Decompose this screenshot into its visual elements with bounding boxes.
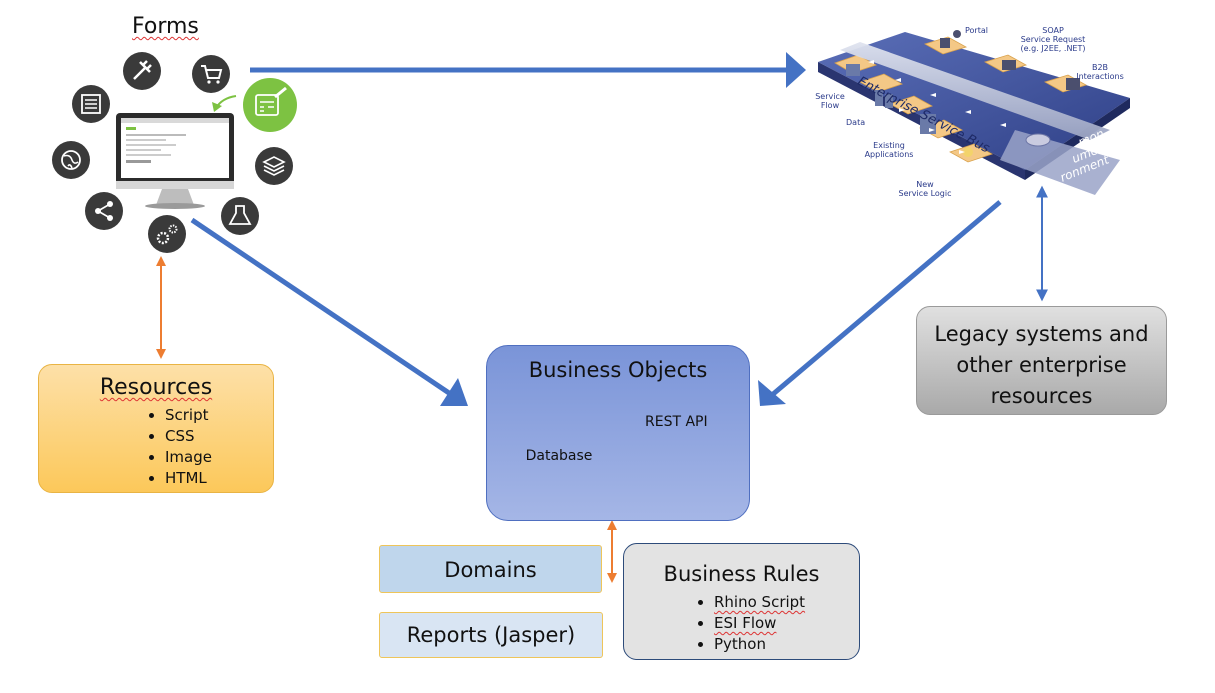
business-rules-list: Rhino Script ESI Flow Python [696,592,805,655]
resources-item: Image [165,447,212,468]
esb-service-flow-line2: Flow [820,101,840,110]
rest-api-label: REST API [645,414,708,430]
monitor-illustration [116,113,234,209]
legacy-line2: other enterprise [956,353,1127,377]
esb-service-flow-label: Service Flow [812,92,848,110]
business-rules-item: ESI Flow [714,613,805,634]
business-objects-box: Business Objects [486,345,750,521]
business-rules-item-text: Python [714,635,766,653]
resources-box: Resources Script CSS Image HTML [38,364,274,493]
reports-box: Reports (Jasper) [379,612,603,658]
business-rules-box: Business Rules Rhino Script ESI Flow Pyt… [623,543,860,660]
arrow-forms-to-business-objects [190,217,468,406]
legacy-line3: resources [990,384,1093,408]
resources-item: Script [165,405,212,426]
gears-icon [148,215,186,253]
reports-title: Reports (Jasper) [406,623,576,647]
legacy-systems-title: Legacy systems and other enterprise reso… [917,319,1166,412]
esb-new-logic-line1: New [916,180,934,189]
resources-item: CSS [165,426,212,447]
business-rules-item-text: Rhino Script [714,593,806,611]
checklist-icon [72,85,110,123]
esb-new-logic-line2: Service Logic [898,189,952,198]
business-rules-item: Rhino Script [714,592,805,613]
forms-title: Forms [132,14,199,39]
esb-new-logic-label: New Service Logic [895,180,955,198]
calculator-edit-icon [243,78,297,132]
flask-icon [221,197,259,235]
esb-existing-line1: Existing [873,141,905,150]
resources-item: HTML [165,468,212,489]
domains-title: Domains [444,558,537,582]
esb-service-flow-line1: Service [815,92,845,101]
esb-soap-line1: SOAP [1042,26,1064,35]
globe-icon [52,141,90,179]
business-rules-item: Python [714,634,805,655]
resources-title: Resources [99,375,213,400]
business-objects-title: Business Objects [528,358,708,382]
layers-icon [255,147,293,185]
esb-soap-label: SOAP Service Request (e.g. J2EE, .NET) [1018,26,1088,53]
business-rules-title: Business Rules [663,562,820,586]
shopping-cart-icon [192,55,230,93]
esb-b2b-line1: B2B [1091,63,1109,72]
legacy-systems-box: Legacy systems and other enterprise reso… [916,306,1167,415]
legacy-line1: Legacy systems and [934,322,1149,346]
esb-soap-line2: Service Request [1020,35,1086,44]
esb-existing-apps-label: Existing Applications [860,141,918,159]
business-rules-item-text: ESI Flow [714,614,777,632]
esb-data-label: Data [846,118,866,127]
esb-soap-line3: (e.g. J2EE, .NET) [1020,44,1086,53]
esb-b2b-line2: Interactions [1076,72,1124,81]
esb-illustration [818,30,1130,195]
arrow-forms-to-esb [250,52,806,88]
esb-b2b-label: B2B Interactions [1075,63,1125,81]
arrow-esb-to-business-objects [758,200,1002,406]
resources-list: Script CSS Image HTML [147,405,212,489]
share-icon [85,192,123,230]
plug-icon [123,52,161,90]
esb-portal-label: Portal [965,26,988,35]
green-check-arrow-icon [212,95,237,112]
esb-existing-line2: Applications [864,150,914,159]
database-label: Database [525,448,593,464]
domains-box: Domains [379,545,602,593]
